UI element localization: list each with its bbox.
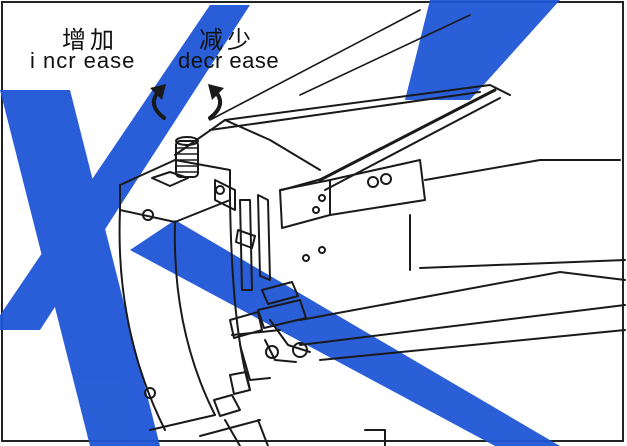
clockwise-arrow-icon <box>208 84 224 120</box>
decrease-label-chinese: 减少 <box>199 26 255 54</box>
machine-lines <box>118 9 626 446</box>
increase-label-english: i ncr ease <box>30 48 136 73</box>
decrease-label-english: decr ease <box>178 48 280 73</box>
watermark <box>0 0 560 446</box>
increase-label-chinese: 增加 <box>62 26 118 54</box>
counterclockwise-arrow-icon <box>150 84 166 120</box>
